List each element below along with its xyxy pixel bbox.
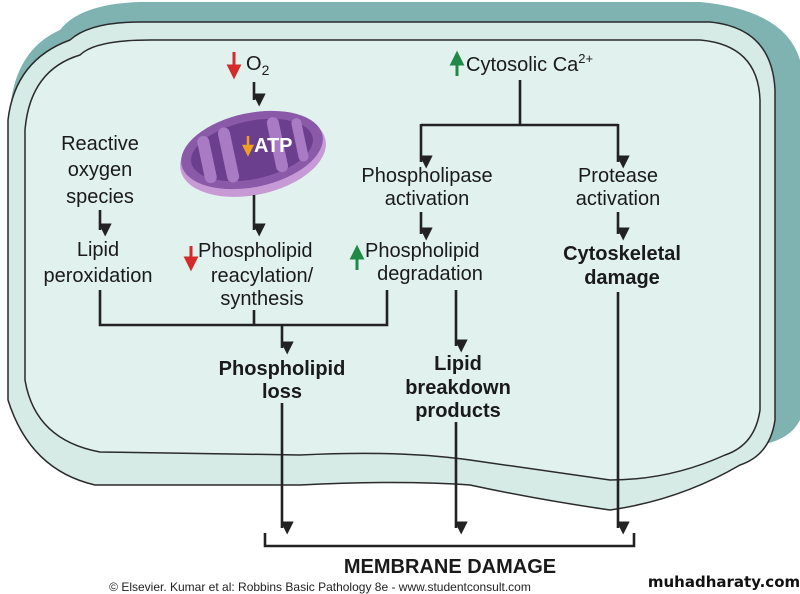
decrease-arrow-icon (183, 246, 199, 272)
calcium-label: Cytosolic Ca2+ (466, 51, 593, 76)
result-bracket (263, 533, 636, 548)
connector (421, 80, 618, 127)
decrease-arrow-icon (226, 52, 242, 80)
atp-decrease-arrow-icon (241, 136, 255, 157)
mitochondrion-icon (180, 110, 326, 197)
o2-label: O2 (246, 53, 270, 78)
increase-arrow-icon (449, 50, 465, 76)
merge-connector (98, 290, 389, 327)
atp-label: ATP (254, 135, 293, 157)
copyright-text: © Elsevier. Kumar et al: Robbins Basic P… (109, 580, 531, 594)
membrane-damage-label: MEMBRANE DAMAGE (344, 556, 556, 578)
watermark-logo: muhadharaty.com (648, 573, 800, 591)
increase-arrow-icon (349, 244, 365, 270)
